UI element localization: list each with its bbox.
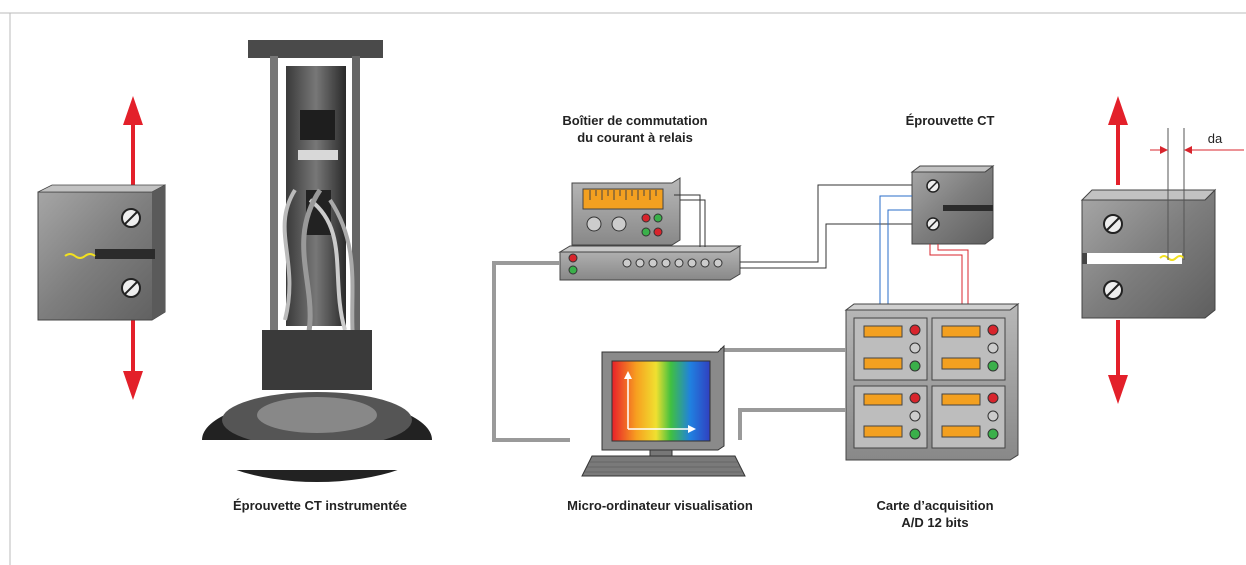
ct-specimen-left <box>37 96 166 400</box>
label-ct-specimen: Éprouvette CT <box>905 113 995 128</box>
label-da: da <box>1207 131 1223 146</box>
label-daq: Carte d’acquisition A/D 12 bits <box>840 497 1030 531</box>
knob-icon <box>611 216 627 232</box>
label-ct-instrumented: Éprouvette CT instrumentée <box>232 498 408 513</box>
knob-icon <box>586 216 602 232</box>
label-daq-line2: A/D 12 bits <box>901 515 969 530</box>
acquisition-rack <box>844 303 1020 461</box>
label-switch-box-line2: du courant à relais <box>577 130 693 145</box>
arrow-down-right <box>1108 375 1128 404</box>
label-computer: Micro-ordinateur visualisation <box>567 498 753 513</box>
label-switch-box-line1: Boîtier de commutation <box>562 113 708 128</box>
arrow-up-right <box>1108 96 1128 125</box>
instrumented-ct-photo <box>202 40 432 482</box>
arrow-down-left <box>123 371 143 400</box>
computer <box>581 344 746 477</box>
ct-specimen-right <box>1080 96 1244 404</box>
display-panel <box>582 188 664 210</box>
label-daq-line1: Carte d’acquisition <box>876 498 994 513</box>
keyboard <box>581 455 746 477</box>
relay-switch-box <box>558 177 742 281</box>
ct-specimen-middle <box>910 165 995 245</box>
crack-left <box>64 253 96 259</box>
arrow-up-left <box>123 96 143 125</box>
label-switch-box: Boîtier de commutation du courant à rela… <box>530 112 740 146</box>
